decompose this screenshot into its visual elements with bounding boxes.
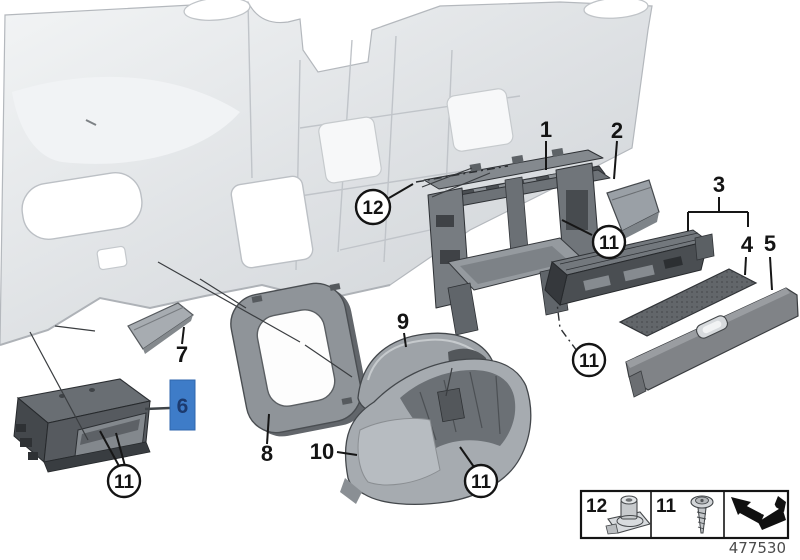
part-7-cover [127, 302, 195, 354]
part-label-5[interactable]: 5 [764, 231, 776, 256]
part-6-highlight[interactable]: 6 [169, 379, 196, 431]
fastener-legend: 12 11 [579, 489, 790, 540]
legend-cell-direction[interactable] [731, 496, 786, 530]
part-label-6[interactable]: 6 [177, 395, 189, 418]
diagram-number: 477530 [729, 539, 786, 557]
part-6-highlight-box[interactable] [169, 379, 196, 431]
callout-12-label: 12 [362, 198, 383, 219]
part-1-carrier [423, 148, 611, 336]
callout-11-a-label: 11 [599, 233, 620, 254]
part-6-glovebox [13, 378, 152, 473]
part-label-3[interactable]: 3 [713, 172, 725, 197]
screw-icon [690, 495, 714, 534]
callout-11-b-label: 11 [579, 351, 600, 372]
part-label-7[interactable]: 7 [176, 342, 188, 367]
part-label-8[interactable]: 8 [261, 441, 273, 466]
dash-surface-highlight [12, 76, 240, 164]
part-label-10[interactable]: 10 [310, 439, 334, 464]
callout-12[interactable]: 12 [354, 188, 392, 226]
legend-screw-label: 11 [656, 496, 677, 517]
legend-cell-clip-nut[interactable]: 12 [586, 495, 651, 535]
callout-11-d-label: 11 [114, 472, 135, 493]
part-5-handle [695, 315, 729, 339]
part-label-1[interactable]: 1 [540, 117, 552, 142]
part-label-9[interactable]: 9 [397, 309, 409, 334]
callout-11-c[interactable]: 11 [463, 463, 499, 499]
callout-11-b[interactable]: 11 [571, 342, 607, 378]
legend-clip-nut-label: 12 [586, 496, 607, 517]
part-label-2[interactable]: 2 [611, 118, 623, 143]
leader-lines [29, 140, 773, 468]
legend-cell-screw[interactable]: 11 [656, 495, 714, 534]
direction-arrow-icon [731, 496, 786, 530]
dashboard-panel [0, 0, 653, 346]
part-label-4[interactable]: 4 [741, 232, 754, 257]
part-3-function-carrier [544, 229, 715, 306]
callout-11-a[interactable]: 11 [591, 224, 627, 260]
part-10-column-cover-lower [340, 358, 532, 506]
part-8-trim-frame [230, 282, 368, 437]
clip-nut-icon [605, 495, 651, 535]
callout-11-c-label: 11 [471, 472, 492, 493]
part-4-trim-insert [618, 268, 758, 337]
callout-11-d[interactable]: 11 [106, 463, 142, 499]
dash-openings [21, 0, 649, 271]
part-5-trim-strip [625, 287, 799, 398]
part-2-cover [606, 179, 660, 239]
